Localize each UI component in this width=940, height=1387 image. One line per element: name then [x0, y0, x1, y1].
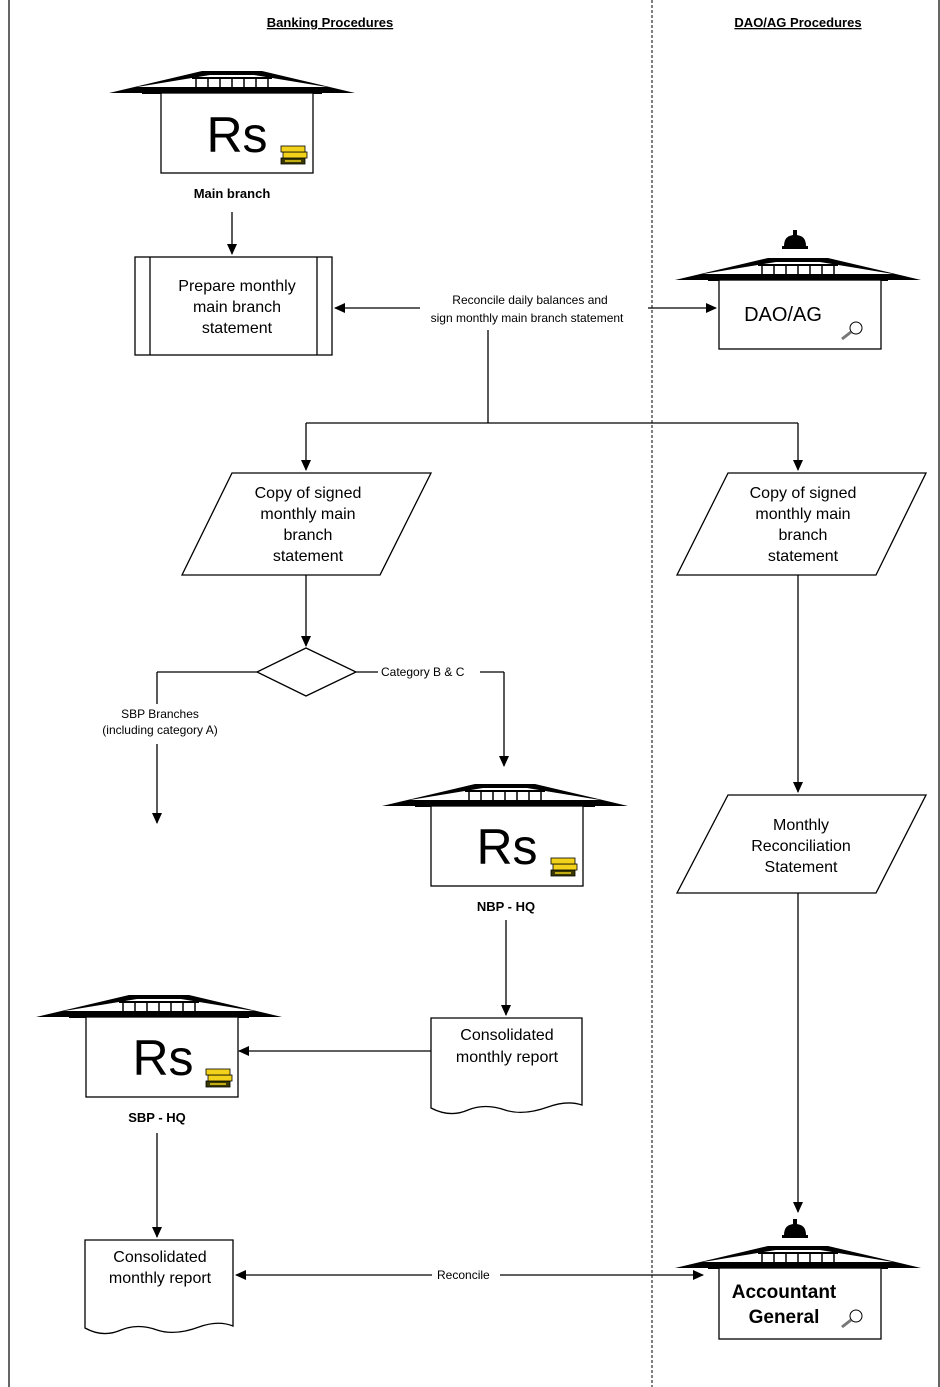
copy-right-line-4: statement: [768, 548, 839, 565]
sbp-hq-node: Rs SBP - HQ: [35, 994, 283, 1125]
consolidated-sbp-line-1: Consolidated: [113, 1249, 206, 1266]
reconciliation-line-2: Reconciliation: [751, 838, 851, 855]
consolidated-nbp-line-1: Consolidated: [460, 1027, 553, 1044]
money-stack-icon: [205, 1068, 233, 1088]
prepare-statement-line-1: Prepare monthly: [178, 278, 295, 295]
bank-building-icon: [674, 1245, 922, 1270]
copy-right-line-3: branch: [779, 527, 828, 544]
money-stack-icon: [280, 145, 308, 165]
bank-building-icon: [108, 70, 356, 95]
category-decision: [255, 647, 358, 697]
rs-symbol: Rs: [476, 819, 537, 875]
reconciliation-line-1: Monthly: [773, 817, 829, 834]
copy-left-line-2: monthly main: [260, 506, 355, 523]
main-branch-caption: Main branch: [194, 186, 271, 201]
lane-title-dao-ag: DAO/AG Procedures: [734, 15, 861, 30]
copy-left-line-4: statement: [273, 548, 344, 565]
accountant-general-line-2: General: [749, 1307, 820, 1328]
copy-signed-left-node: Copy of signed monthly main branch state…: [180, 472, 433, 576]
reconciliation-statement-node: Monthly Reconciliation Statement: [675, 794, 928, 894]
consolidated-sbp-line-2: monthly report: [109, 1270, 212, 1287]
rs-symbol: Rs: [132, 1030, 193, 1086]
copy-left-line-3: branch: [284, 527, 333, 544]
bank-building-icon: [381, 783, 629, 808]
copy-left-line-1: Copy of signed: [255, 485, 362, 502]
consolidated-report-sbp-node: Consolidated monthly report: [84, 1239, 234, 1335]
sbp-hq-caption: SBP - HQ: [128, 1110, 186, 1125]
rs-symbol: Rs: [206, 107, 267, 163]
edge-label-sbp-branches-1: SBP Branches: [121, 707, 199, 721]
prepare-statement-line-2: main branch: [193, 299, 281, 316]
edge-label-sbp-branches-2: (including category A): [102, 723, 217, 737]
consolidated-report-nbp-node: Consolidated monthly report: [430, 1017, 583, 1115]
prepare-statement-node: Prepare monthly main branch statement: [134, 256, 333, 356]
nbp-hq-caption: NBP - HQ: [477, 899, 535, 914]
bank-building-icon: [674, 257, 922, 282]
copy-signed-right-node: Copy of signed monthly main branch state…: [675, 472, 928, 576]
nbp-hq-node: Rs NBP - HQ: [381, 783, 629, 914]
edge-label-reconcile: Reconcile: [437, 1268, 490, 1282]
edge-label-category-bc: Category B & C: [381, 665, 465, 679]
edge-label-reconcile-daily-2: sign monthly main branch statement: [431, 311, 624, 325]
main-branch-node: Rs Main branch: [108, 70, 356, 201]
copy-right-line-2: monthly main: [755, 506, 850, 523]
dome-icon: [782, 230, 808, 249]
consolidated-nbp-line-2: monthly report: [456, 1049, 559, 1066]
copy-right-line-1: Copy of signed: [750, 485, 857, 502]
accountant-general-node: Accountant General: [674, 1219, 922, 1340]
bank-building-icon: [35, 994, 283, 1019]
reconciliation-line-3: Statement: [765, 859, 838, 876]
dao-ag-label: DAO/AG: [744, 304, 822, 326]
money-stack-icon: [550, 857, 578, 877]
accountant-general-line-1: Accountant: [732, 1282, 837, 1303]
lane-title-banking: Banking Procedures: [267, 15, 393, 30]
dao-ag-node: DAO/AG: [674, 230, 922, 350]
dome-icon: [782, 1219, 808, 1238]
edge-label-reconcile-daily-1: Reconcile daily balances and: [452, 293, 607, 307]
prepare-statement-line-3: statement: [202, 320, 273, 337]
